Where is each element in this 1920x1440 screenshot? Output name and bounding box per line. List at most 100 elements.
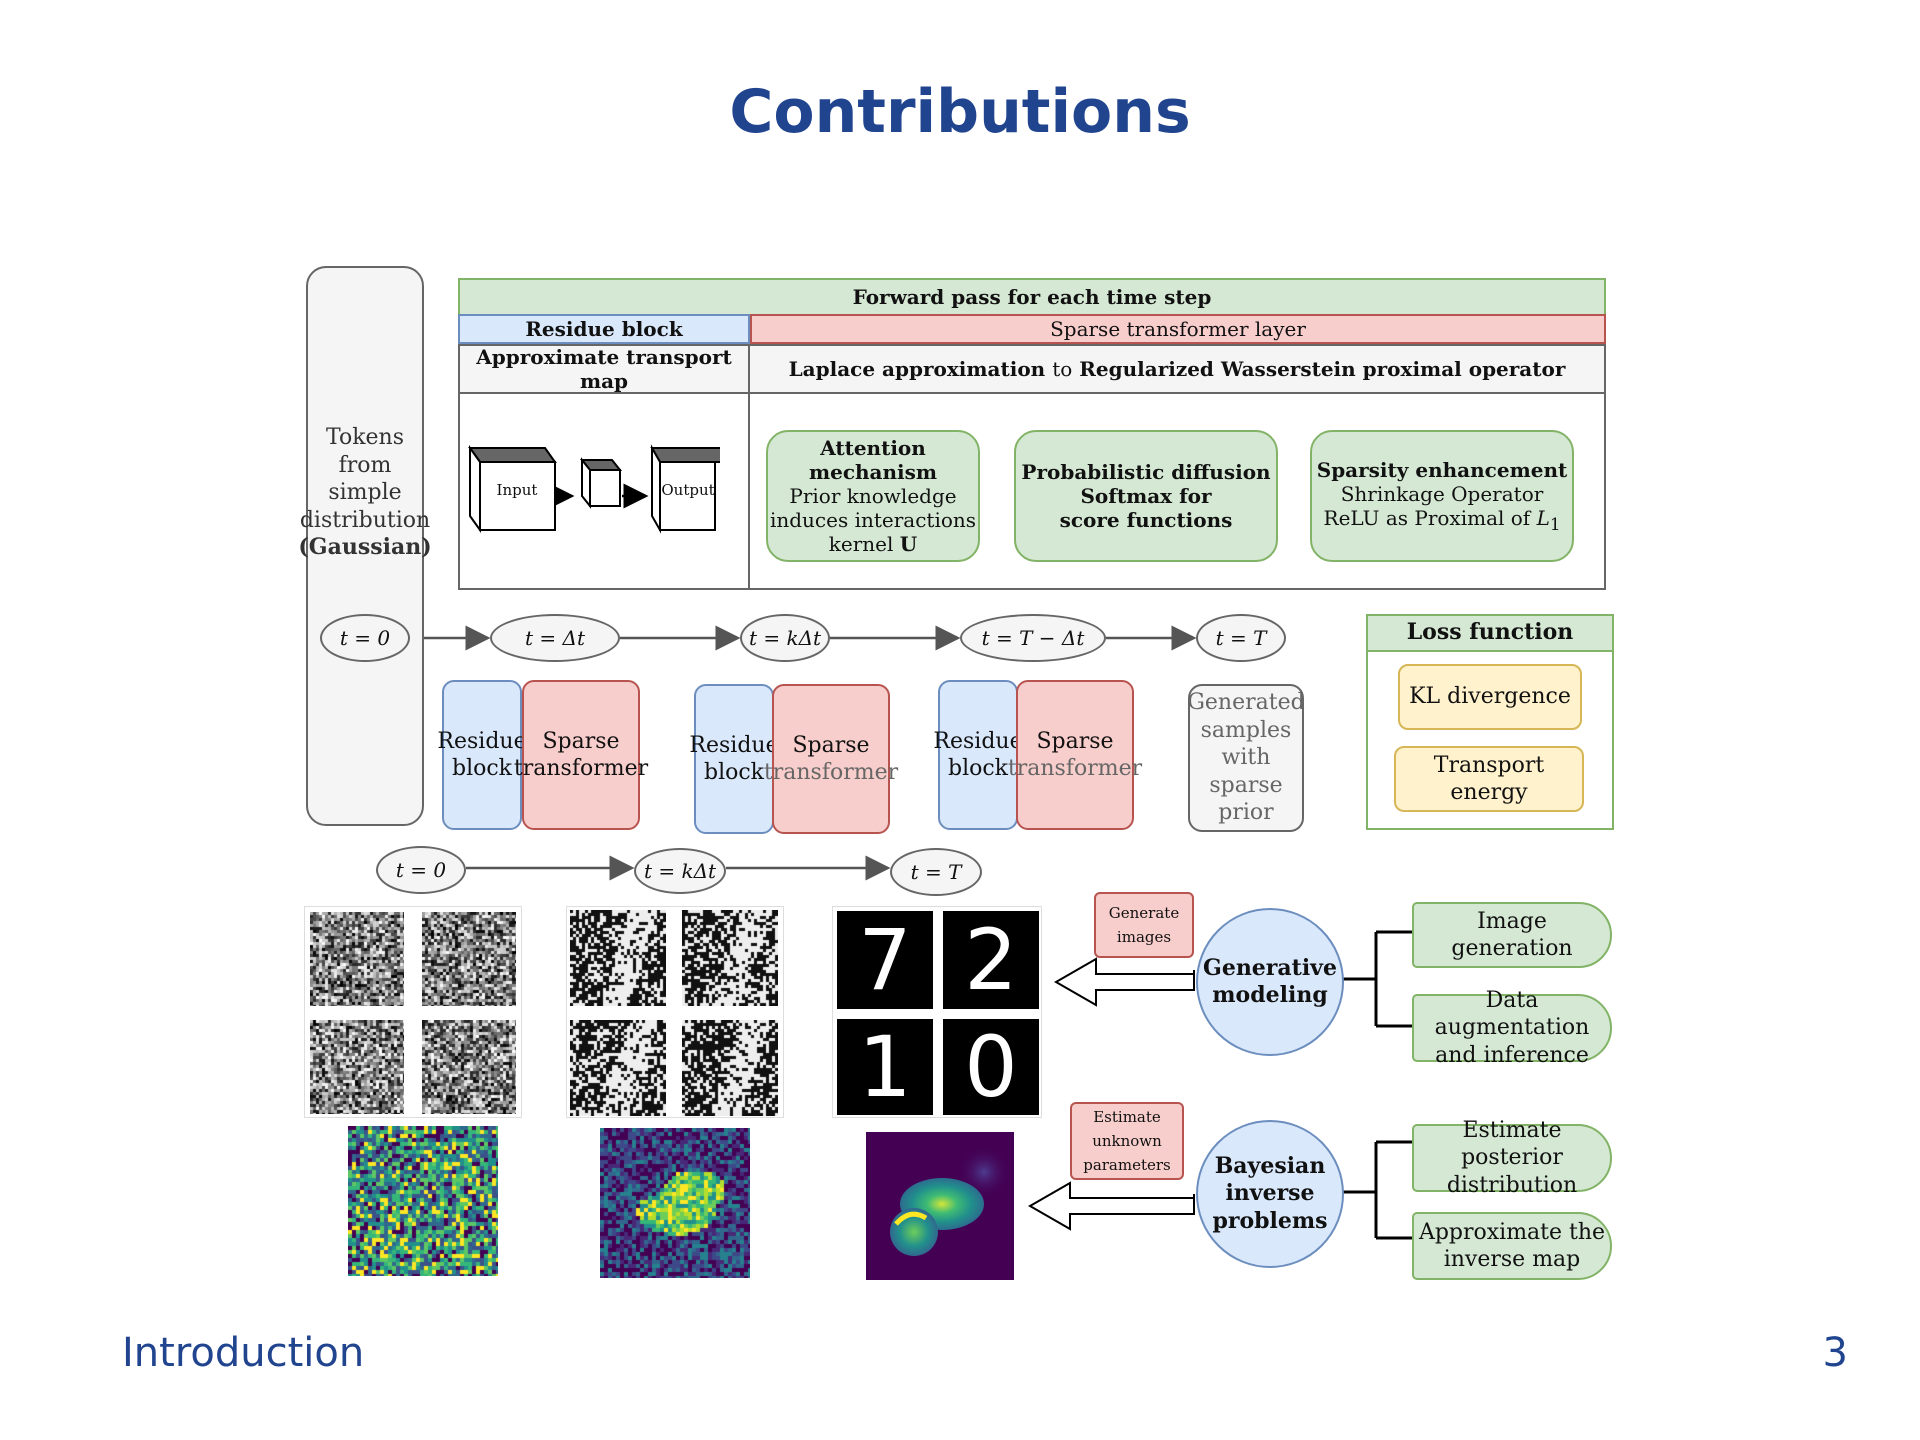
noise-sample-4 — [422, 1020, 516, 1114]
intermediate-sample-1 — [570, 1020, 666, 1116]
attention-line: kernel U — [829, 532, 917, 556]
sparse-transformer-block-3: Sparse transformer — [1008, 680, 1142, 830]
hollow-arrow-generative — [1053, 957, 1195, 1007]
noise-sample-3 — [310, 1020, 404, 1114]
digit-glyph: 1 — [858, 1018, 912, 1116]
tokens-line: (Gaussian) — [298, 534, 432, 560]
data-augmentation-item: Data augmentation and inference — [1412, 988, 1612, 1068]
sparse-label: Sparse — [792, 732, 870, 758]
transport-energy-box: Transport energy — [1394, 746, 1584, 812]
intermediate-sample-7 — [570, 910, 666, 1006]
residue-block-3: Residue block — [933, 680, 1023, 830]
circle-line: problems — [1212, 1207, 1328, 1234]
tokens-line: Tokens — [325, 425, 405, 450]
tag-line: Generate — [1108, 904, 1180, 922]
digit-image-1: 1 — [837, 1018, 933, 1116]
digit-glyph: 7 — [858, 911, 912, 1009]
circle-line: Generative — [1203, 954, 1337, 981]
item-line: Estimate posterior — [1461, 1117, 1563, 1171]
bottom-timeline-node-t0: t = 0 — [376, 846, 466, 894]
diffusion-line: Softmax for — [1080, 484, 1212, 508]
residue-label: block — [451, 756, 513, 781]
laplace-text-b: to — [1052, 357, 1073, 381]
tokens-box: Tokens from simple distribution (Gaussia… — [298, 266, 432, 826]
residue-label: Residue — [437, 728, 527, 754]
panel-divider — [748, 392, 750, 590]
diffusion-line: score functions — [1059, 508, 1233, 532]
digit-image-0: 0 — [943, 1018, 1039, 1116]
attention-title: Attention mechanism — [808, 436, 938, 484]
generated-line: Generated — [1187, 690, 1305, 716]
circle-line: modeling — [1212, 982, 1328, 1008]
cube-output-label: Output — [661, 481, 715, 499]
residue-label: block — [703, 760, 765, 785]
item-line: Approximate the — [1418, 1219, 1606, 1245]
timeline-node-t-dt: t = Δt — [490, 614, 620, 662]
cube-input-label: Input — [496, 481, 538, 499]
noise-sample-1 — [310, 912, 404, 1006]
generated-digits-panel: 7 2 1 0 — [832, 906, 1042, 1118]
laplace-text-c: Regularized Wasserstein proximal operato… — [1079, 357, 1566, 381]
bracket-bayesian — [1340, 1140, 1412, 1240]
approx-transport-label: Approximate transport map — [458, 344, 750, 394]
sparsity-line: Shrinkage Operator — [1340, 481, 1544, 506]
residue-block-1: Residue block — [437, 680, 527, 830]
sparsity-title: Sparsity enhancement — [1316, 457, 1568, 482]
circle-line: inverse — [1225, 1180, 1315, 1207]
middle-cube — [579, 457, 623, 509]
circle-line: Bayesian — [1214, 1152, 1326, 1179]
generated-line: samples — [1200, 717, 1292, 743]
residue-block-header: Residue block — [458, 314, 750, 344]
sparsity-norm-symbol: L — [1536, 505, 1550, 530]
attention-kernel-text: kernel — [828, 532, 894, 556]
posterior-heatmap-t0 — [348, 1126, 498, 1276]
intermediate-sample-2 — [682, 910, 778, 1006]
footer-section-label: Introduction — [122, 1330, 365, 1376]
timeline-node-t-kdt: t = kΔt — [740, 614, 830, 662]
tag-line: unknown — [1092, 1132, 1162, 1150]
attention-mechanism-box: Attention mechanism Prior knowledge indu… — [766, 430, 980, 562]
bracket-generative — [1340, 930, 1412, 1028]
posterior-heatmap-t-T — [866, 1132, 1014, 1280]
timeline-node-t-T-minus-dt: t = T − Δt — [960, 614, 1106, 662]
item-line: Data augmentation — [1434, 987, 1590, 1041]
residue-label: Residue — [689, 732, 779, 758]
input-cube — [468, 444, 557, 534]
generate-images-tag: Generate images — [1094, 892, 1194, 958]
bottom-timeline-node-t-kdt: t = kΔt — [634, 848, 726, 894]
generated-line: with sparse — [1209, 745, 1283, 798]
sparsity-enhancement-box: Sparsity enhancement Shrinkage Operator … — [1310, 430, 1574, 562]
intermediate-sample-0 — [682, 1020, 778, 1116]
probabilistic-diffusion-box: Probabilistic diffusion Softmax for scor… — [1014, 430, 1278, 562]
noise-sample-2 — [422, 912, 516, 1006]
bayesian-inverse-circle: Bayesian inverse problems — [1196, 1120, 1344, 1268]
tag-line: images — [1116, 928, 1172, 946]
posterior-heatmap-t-kdt — [600, 1128, 750, 1278]
sparse-transformer-block-2: Sparse transformer — [764, 684, 898, 834]
heatmap-bright-edge — [894, 1211, 928, 1226]
digit-glyph: 2 — [964, 911, 1018, 1009]
item-line: distribution — [1446, 1172, 1578, 1198]
sparse-label: transformer — [513, 756, 649, 781]
output-cube — [650, 444, 720, 534]
generated-samples-box: Generated samples with sparse prior — [1187, 684, 1305, 832]
attention-kernel-symbol: U — [899, 532, 918, 556]
hollow-arrow-bayesian — [1027, 1181, 1195, 1231]
digit-image-2: 2 — [943, 911, 1039, 1009]
estimate-posterior-item: Estimate posterior distribution — [1412, 1118, 1612, 1198]
tag-line: Estimate — [1093, 1108, 1161, 1126]
sparse-label: Sparse — [1036, 728, 1114, 754]
sparsity-norm-subscript: 1 — [1549, 514, 1561, 534]
item-line: and inference — [1435, 1042, 1589, 1068]
laplace-label: Laplace approximation to Regularized Was… — [748, 344, 1606, 394]
bottom-timeline-node-t-T: t = T — [890, 848, 982, 896]
sparse-transformer-block-1: Sparse transformer — [514, 680, 648, 830]
tokens-line: from simple — [328, 452, 402, 506]
residue-label: block — [947, 756, 1009, 781]
slide-title: Contributions — [729, 77, 1191, 147]
laplace-text-a: Laplace approximation — [788, 357, 1046, 381]
generated-line: prior — [1218, 800, 1274, 826]
diffusion-line: Probabilistic diffusion — [1021, 460, 1271, 484]
kl-divergence-box: KL divergence — [1398, 664, 1582, 730]
